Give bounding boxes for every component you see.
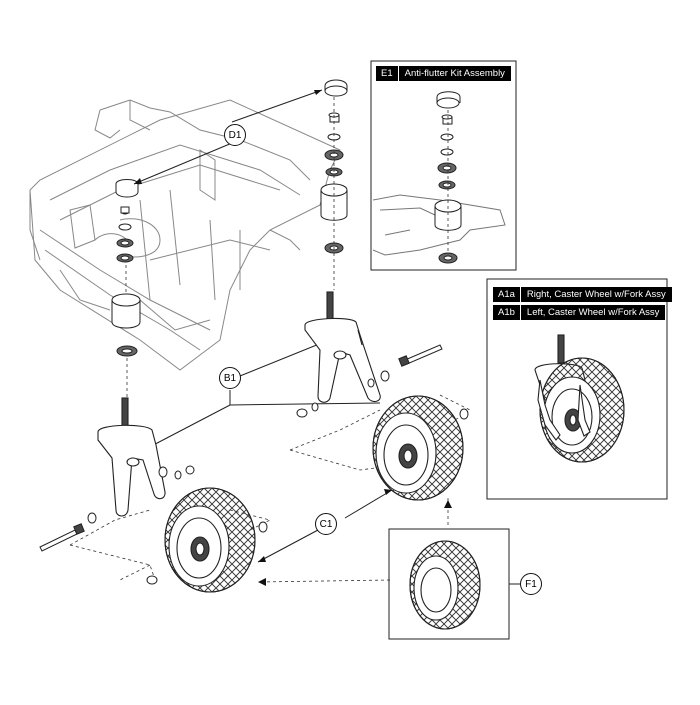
right-caster-fork: [304, 291, 381, 403]
inset-a1b-label: A1b Left, Caster Wheel w/Fork Assy: [493, 305, 666, 320]
callout-leader-lines: [133, 89, 393, 563]
callout-d1: D1: [224, 124, 246, 146]
chassis-bushing-stack: [111, 179, 141, 357]
assembly-guide-lines: [69, 97, 471, 583]
inset-a1a-description: Right, Caster Wheel w/Fork Assy: [520, 287, 672, 302]
inset-e1-description: Anti-flutter Kit Assembly: [398, 66, 511, 81]
inset-a1a-code: A1a: [493, 287, 521, 302]
inset-a1-caster-assembly: [534, 334, 625, 463]
right-caster-wheel: [372, 395, 464, 501]
inset-f1-tire: [409, 540, 481, 630]
right-axle-bolt: [296, 344, 469, 420]
inset-e1-code: E1: [376, 66, 399, 81]
callout-b1: B1: [219, 367, 241, 389]
inset-e1-parts: [372, 91, 506, 264]
inset-a1a-label: A1a Right, Caster Wheel w/Fork Assy: [493, 287, 672, 302]
chassis-frame: [29, 99, 341, 371]
left-caster-wheel: [164, 487, 256, 593]
inset-e1-label: E1 Anti-flutter Kit Assembly: [376, 66, 511, 81]
inset-e1-frame: [370, 60, 517, 271]
left-caster-fork: [97, 397, 166, 517]
callout-c1: C1: [315, 513, 337, 535]
callout-f1: F1: [520, 573, 542, 595]
left-axle-bolt: [39, 465, 268, 585]
inset-a1-frame: [486, 278, 668, 500]
inset-a1b-description: Left, Caster Wheel w/Fork Assy: [520, 305, 666, 320]
inset-a1b-code: A1b: [493, 305, 521, 320]
